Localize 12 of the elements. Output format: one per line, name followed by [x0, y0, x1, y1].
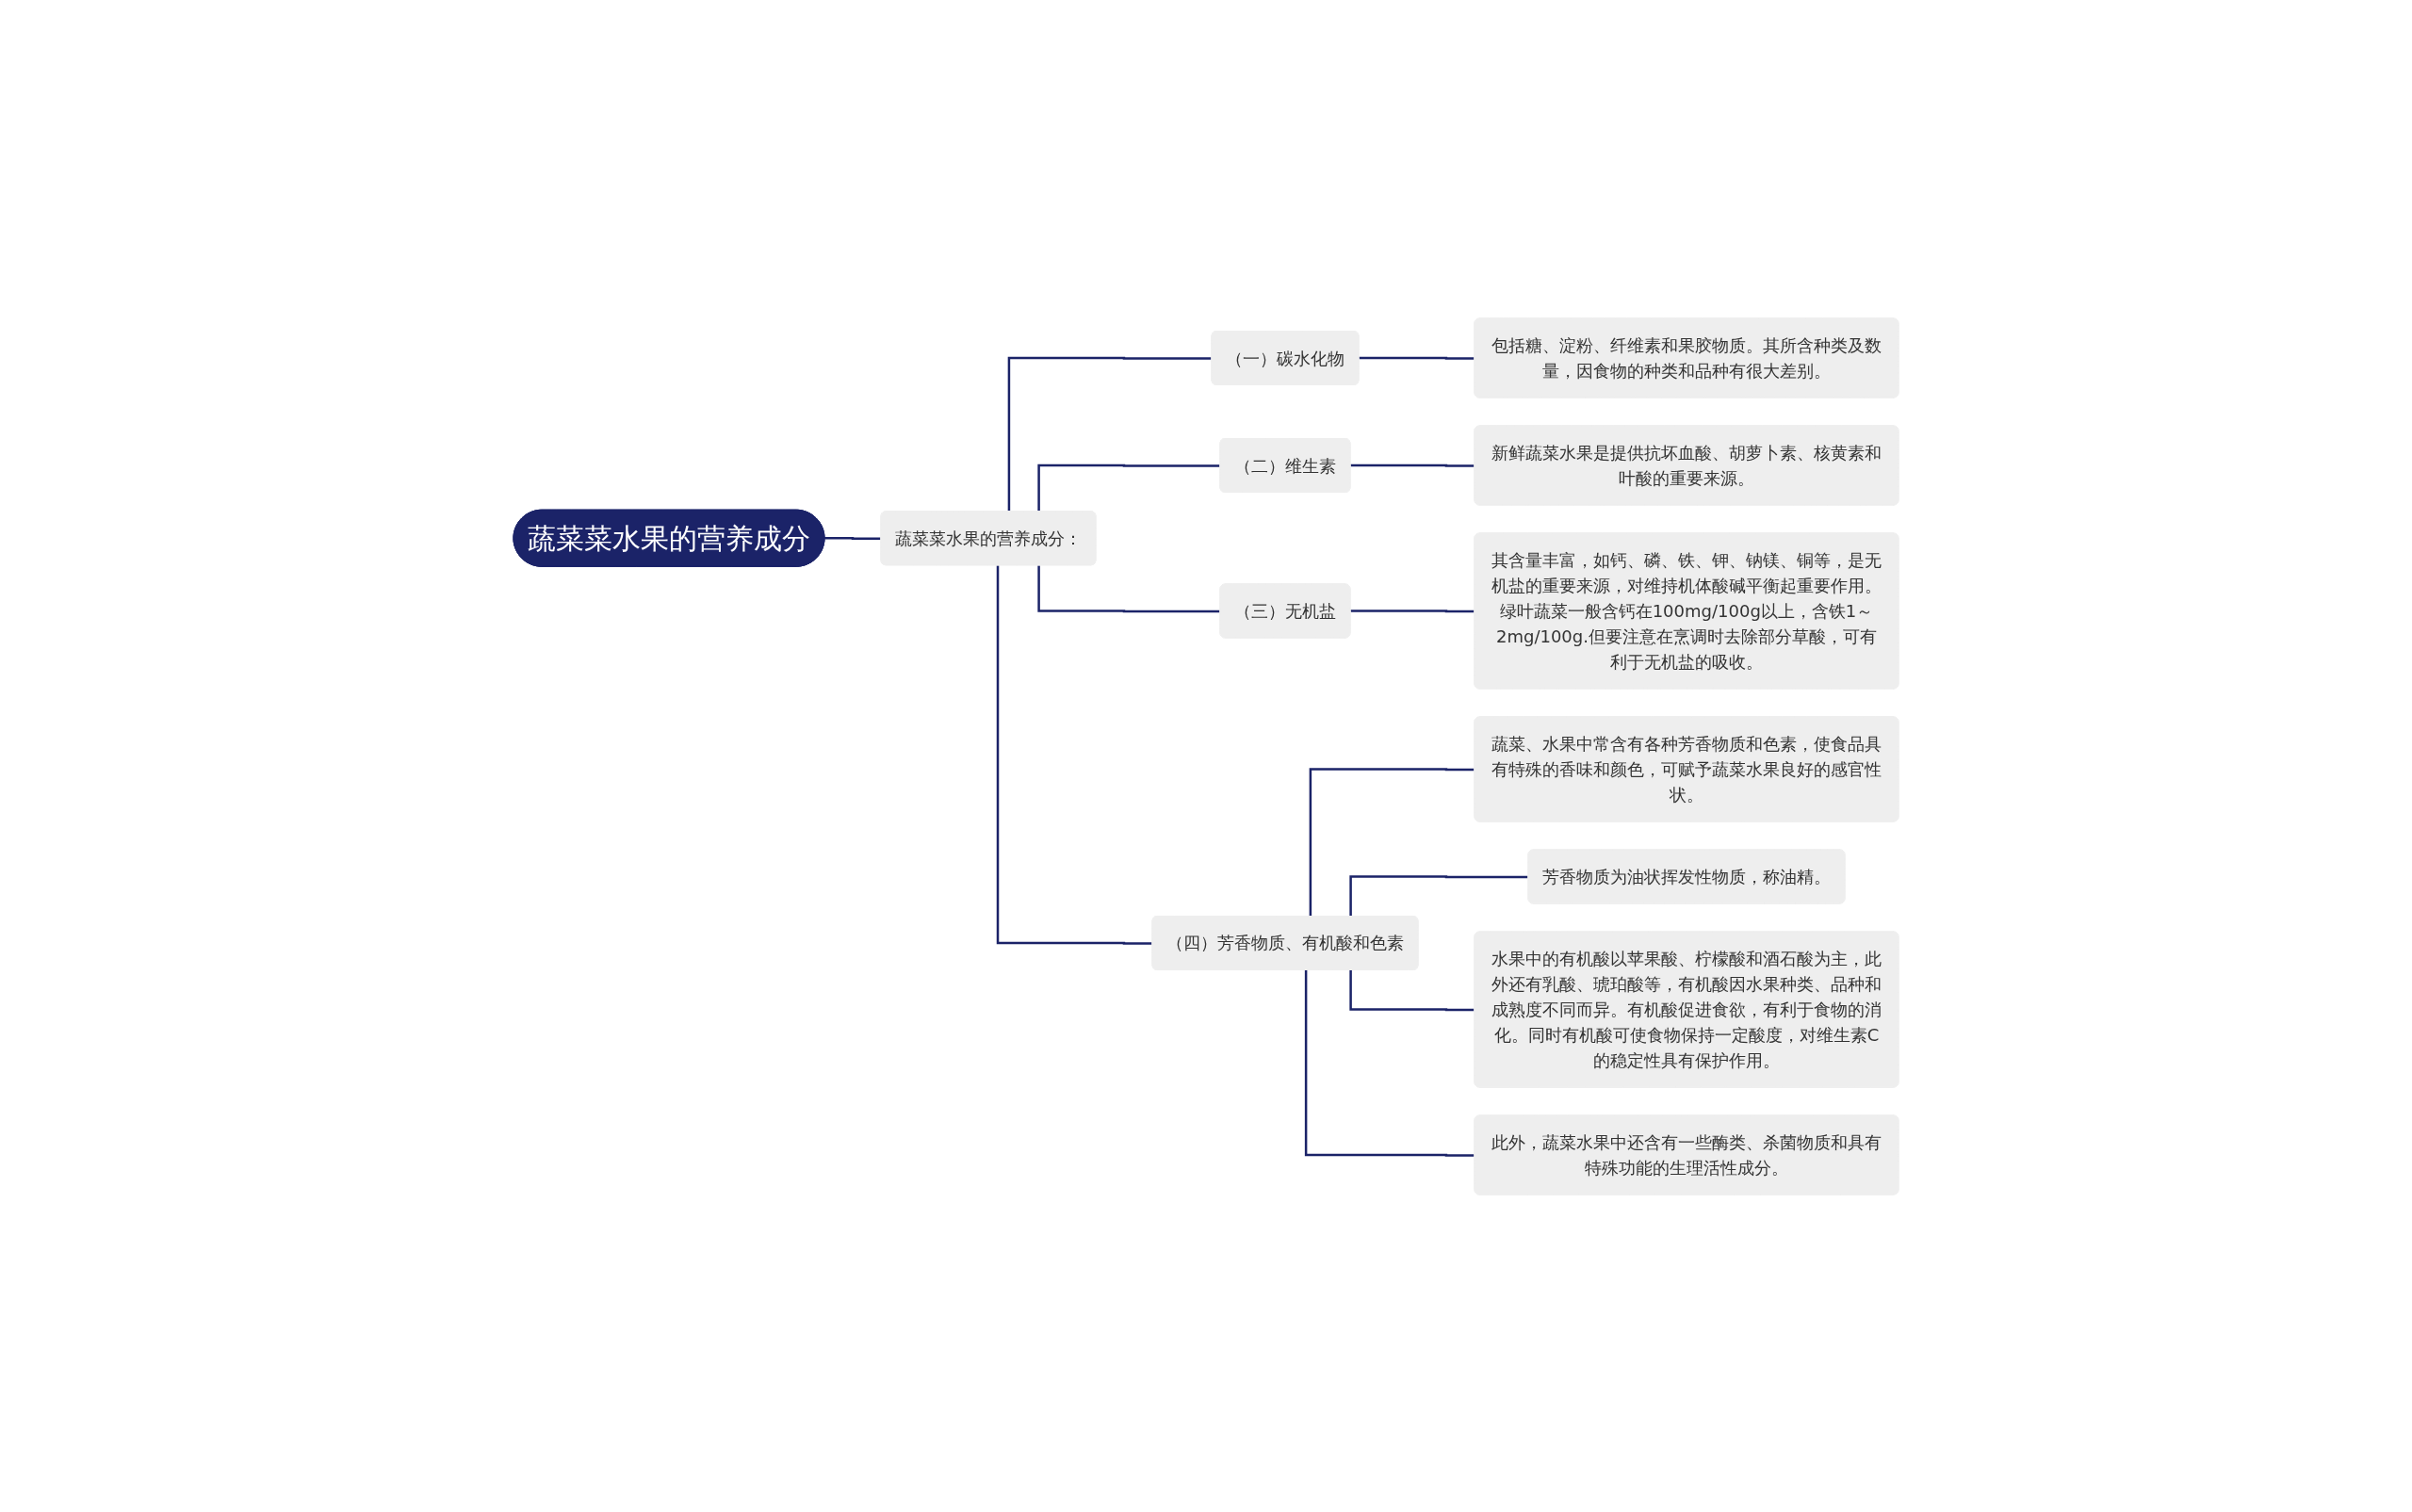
connector — [1349, 969, 1475, 1011]
connector — [1358, 356, 1475, 360]
connector — [1007, 356, 1213, 512]
connector — [1037, 564, 1221, 612]
connector — [1309, 767, 1475, 917]
connector — [1349, 874, 1529, 917]
connector — [1349, 609, 1475, 612]
connector — [1349, 463, 1475, 467]
connector — [1037, 463, 1221, 512]
connector — [996, 564, 1153, 945]
connector — [1304, 969, 1475, 1157]
connector — [823, 536, 882, 540]
